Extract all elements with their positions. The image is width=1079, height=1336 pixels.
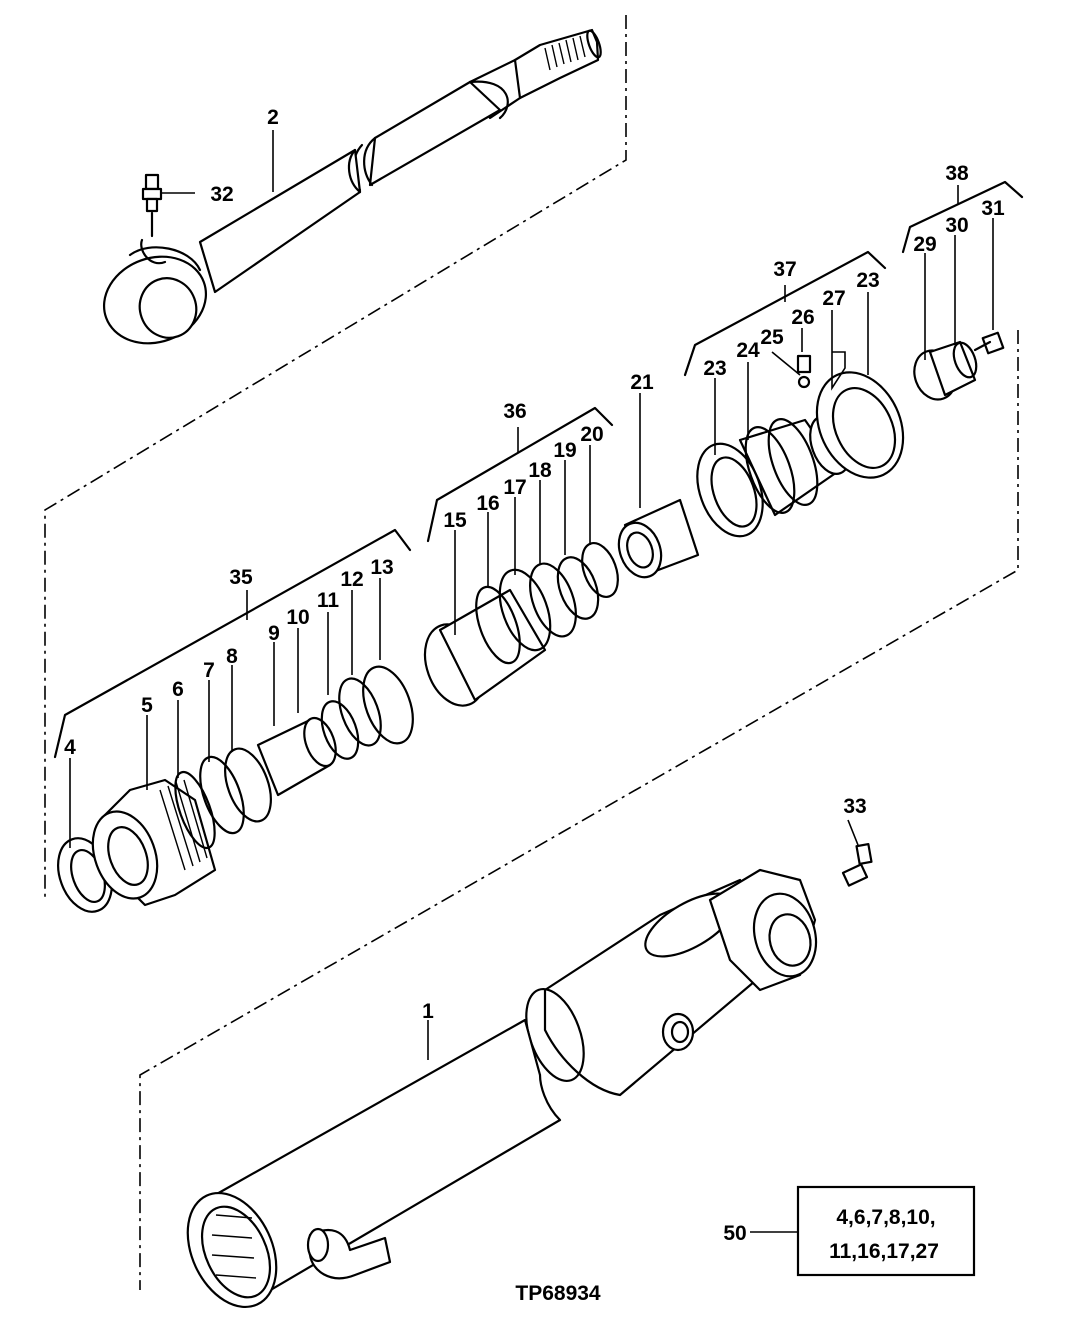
callout-1: 1: [422, 1000, 434, 1023]
figure-id: TP68934: [515, 1282, 601, 1305]
callout-13: 13: [370, 556, 393, 579]
group-brackets: [53, 180, 1024, 759]
seal-kit-line-1: 4,6,7,8,10,: [836, 1206, 935, 1229]
piston-assembly: [423, 542, 619, 707]
callout-labels: 2 32 4 5 6 7 8 9 10 11 12 13 35 15 16 17…: [64, 106, 1005, 1245]
callout-25: 25: [760, 326, 784, 349]
callout-31: 31: [981, 197, 1005, 220]
grease-fitting-33: [841, 842, 873, 887]
callout-9: 9: [268, 622, 280, 645]
callout-15: 15: [443, 509, 467, 532]
callout-16: 16: [476, 492, 499, 515]
callout-7: 7: [203, 659, 215, 682]
callout-12: 12: [340, 568, 363, 591]
callout-27: 27: [822, 287, 845, 310]
callout-10: 10: [286, 606, 309, 629]
callout-23-left: 23: [703, 357, 726, 380]
callout-37: 37: [773, 258, 796, 281]
callout-11: 11: [317, 589, 340, 612]
assembly-boundary-line: [44, 15, 1019, 1290]
callout-21: 21: [630, 371, 654, 394]
callout-17: 17: [503, 476, 526, 499]
callout-19: 19: [553, 439, 576, 462]
callout-24: 24: [736, 339, 760, 362]
leader-lines: [69, 130, 994, 1233]
callout-32: 32: [210, 183, 233, 206]
callout-35: 35: [229, 566, 253, 589]
callout-18: 18: [528, 459, 552, 482]
callout-2: 2: [267, 106, 279, 129]
callout-23-right: 23: [856, 269, 879, 292]
gland-assembly: [57, 665, 414, 913]
callout-4: 4: [64, 736, 76, 759]
callout-6: 6: [172, 678, 184, 701]
spacer-21: [617, 498, 700, 579]
callout-30: 30: [945, 214, 968, 237]
seal-kit-box: 4,6,7,8,10, 11,16,17,27: [796, 1185, 976, 1277]
callout-38: 38: [945, 162, 969, 185]
callout-20: 20: [580, 423, 603, 446]
cylinder-barrel: [186, 868, 818, 1309]
callout-36: 36: [503, 400, 526, 423]
bushing-assembly: [913, 331, 1005, 401]
callout-33: 33: [843, 795, 866, 818]
callout-8: 8: [226, 645, 238, 668]
callout-5: 5: [141, 694, 153, 717]
head-assembly: [696, 354, 905, 538]
callout-29: 29: [913, 233, 936, 256]
callout-50: 50: [723, 1222, 746, 1245]
piston-rod: [102, 28, 602, 345]
callout-26: 26: [791, 306, 814, 329]
seal-kit-line-2: 11,16,17,27: [829, 1240, 939, 1263]
